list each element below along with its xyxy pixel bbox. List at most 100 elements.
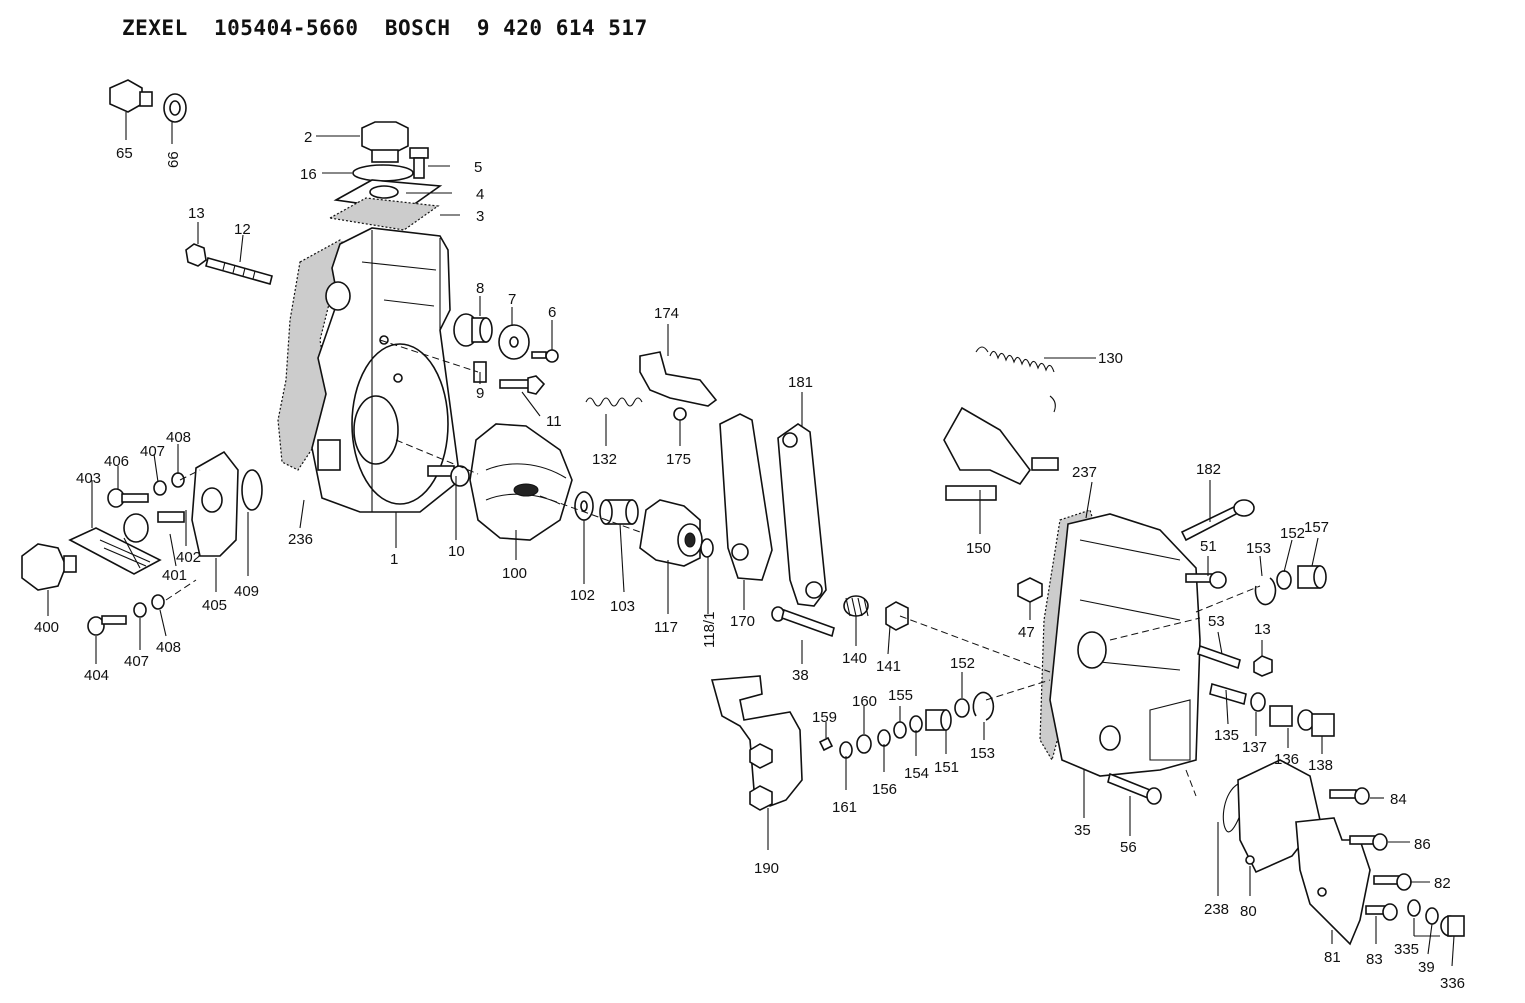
part-335-washer — [1407, 899, 1421, 917]
part-5-screw — [409, 147, 429, 179]
label-153-low: 153 — [970, 745, 995, 762]
label-406: 406 — [104, 453, 129, 470]
part-12-stud — [205, 257, 273, 285]
part-407-washer-low — [133, 602, 147, 618]
label-155: 155 — [888, 687, 913, 704]
part-100-flyweight-assembly — [469, 423, 573, 541]
part-190-lever-bracket — [710, 675, 803, 811]
part-152-o-ring-low — [954, 698, 970, 718]
label-141: 141 — [876, 658, 901, 675]
label-157: 157 — [1304, 519, 1329, 536]
part-152-o-ring-top — [1276, 570, 1292, 590]
part-160-bushing — [856, 734, 872, 754]
part-132-spring — [585, 397, 643, 407]
label-409: 409 — [234, 583, 259, 600]
part-408-washer-low — [151, 594, 165, 610]
label-130: 130 — [1098, 350, 1123, 367]
part-labels: 2 16 5 4 3 65 66 13 12 8 7 6 9 11 174 13… — [34, 129, 1465, 992]
part-53-screw — [1197, 644, 1241, 670]
part-16-o-ring — [352, 164, 414, 182]
part-404-bolt — [87, 615, 127, 636]
label-56: 56 — [1120, 839, 1137, 856]
label-401: 401 — [162, 567, 187, 584]
part-400-plug — [21, 543, 77, 591]
part-409-o-ring — [241, 469, 263, 511]
part-39-washer — [1425, 907, 1439, 925]
label-117: 117 — [654, 619, 678, 636]
label-6: 6 — [548, 304, 556, 321]
label-190: 190 — [754, 860, 779, 877]
label-238: 238 — [1204, 901, 1229, 918]
part-3-gasket — [328, 197, 440, 231]
label-170: 170 — [730, 613, 755, 630]
part-405-plate — [191, 450, 239, 557]
part-84-bolt — [1329, 787, 1370, 805]
label-82: 82 — [1434, 875, 1451, 892]
part-153-circlip-low — [972, 691, 995, 721]
part-154-ring — [909, 715, 923, 733]
label-84: 84 — [1390, 791, 1407, 808]
label-154: 154 — [904, 765, 929, 782]
label-2: 2 — [304, 129, 312, 146]
label-39: 39 — [1418, 959, 1435, 976]
label-402: 402 — [176, 549, 201, 566]
label-53: 53 — [1208, 613, 1225, 630]
part-66-washer — [163, 93, 187, 123]
part-86-bolt — [1349, 833, 1388, 851]
label-135: 135 — [1214, 727, 1239, 744]
label-335: 335 — [1394, 941, 1419, 958]
label-1: 1 — [390, 551, 398, 568]
label-140: 140 — [842, 650, 867, 667]
label-100: 100 — [502, 565, 527, 582]
label-151: 151 — [934, 759, 959, 776]
part-103-sleeve — [599, 499, 639, 525]
part-11-bolt — [499, 375, 546, 395]
part-170-lever — [719, 413, 773, 581]
label-65: 65 — [116, 145, 133, 162]
label-156: 156 — [872, 781, 897, 798]
label-408-top: 408 — [166, 429, 191, 446]
label-83: 83 — [1366, 951, 1383, 968]
label-4: 4 — [476, 186, 484, 203]
label-182: 182 — [1196, 461, 1221, 478]
label-10: 10 — [448, 543, 465, 560]
label-13-right: 13 — [1254, 621, 1271, 638]
part-407-washer-top — [153, 480, 167, 496]
label-236: 236 — [288, 531, 313, 548]
part-151-bushing — [925, 709, 952, 731]
diagram-title: ZEXEL 105404-5660 BOSCH 9 420 614 517 — [122, 16, 648, 40]
label-237: 237 — [1072, 464, 1097, 481]
label-47: 47 — [1018, 624, 1035, 641]
leader-lines — [47, 112, 1455, 967]
label-9: 9 — [476, 385, 484, 402]
label-12: 12 — [234, 221, 251, 238]
part-137-washer — [1250, 692, 1266, 712]
label-408-low: 408 — [156, 639, 181, 656]
label-102: 102 — [570, 587, 595, 604]
part-182-bolt — [1180, 499, 1255, 542]
part-102-washer — [574, 491, 594, 521]
label-66: 66 — [165, 151, 182, 168]
label-38: 38 — [792, 667, 809, 684]
part-401-washer — [123, 513, 149, 543]
label-400: 400 — [34, 619, 59, 636]
part-135-screw — [1209, 682, 1247, 706]
label-159: 159 — [812, 709, 837, 726]
part-150-lever — [943, 406, 1059, 501]
label-405: 405 — [202, 597, 227, 614]
label-175: 175 — [666, 451, 691, 468]
label-16: 16 — [300, 166, 317, 183]
label-152-low: 152 — [950, 655, 975, 672]
part-174-lever — [639, 351, 718, 407]
label-118-1: 118/1 — [701, 612, 718, 648]
label-5: 5 — [474, 159, 482, 176]
part-406-bolt — [107, 488, 149, 508]
label-152-top: 152 — [1280, 525, 1305, 542]
part-82-bolt — [1373, 873, 1412, 891]
label-86: 86 — [1414, 836, 1431, 853]
part-175-nut — [673, 407, 687, 421]
label-160: 160 — [852, 693, 877, 710]
label-404: 404 — [84, 667, 109, 684]
part-159-key — [818, 736, 834, 752]
